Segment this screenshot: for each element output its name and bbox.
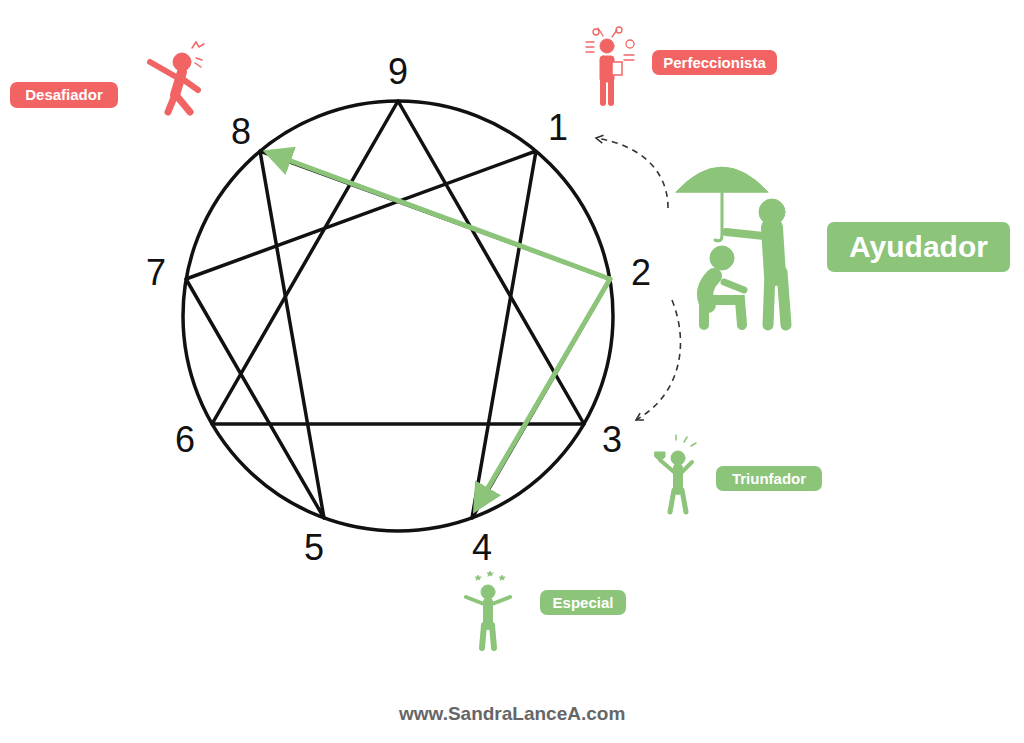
point-number: 8 (231, 114, 251, 150)
point-number: 2 (631, 255, 651, 291)
type-label-pill: Desafiador (10, 82, 118, 108)
type-name: Triunfador (732, 466, 806, 491)
point-number: 5 (304, 530, 324, 566)
point-number: 7 (146, 255, 166, 291)
type-name: Perfeccionista (663, 50, 766, 75)
point-number: 9 (388, 54, 408, 90)
type-label-pill: Triunfador (716, 466, 822, 491)
type-name: Especial (553, 590, 614, 615)
type-name: Ayudador (849, 222, 988, 272)
type-name: Desafiador (25, 82, 103, 108)
point-number: 1 (548, 110, 568, 146)
point-number: 6 (175, 422, 195, 458)
website-caption: www.SandraLanceA.com (399, 703, 625, 725)
type-label-pill: Especial (540, 590, 626, 615)
type-label-pill: Ayudador (827, 222, 1010, 272)
point-number: 3 (602, 422, 622, 458)
type-label-pill: Perfeccionista (652, 50, 777, 75)
point-number: 4 (472, 530, 492, 566)
